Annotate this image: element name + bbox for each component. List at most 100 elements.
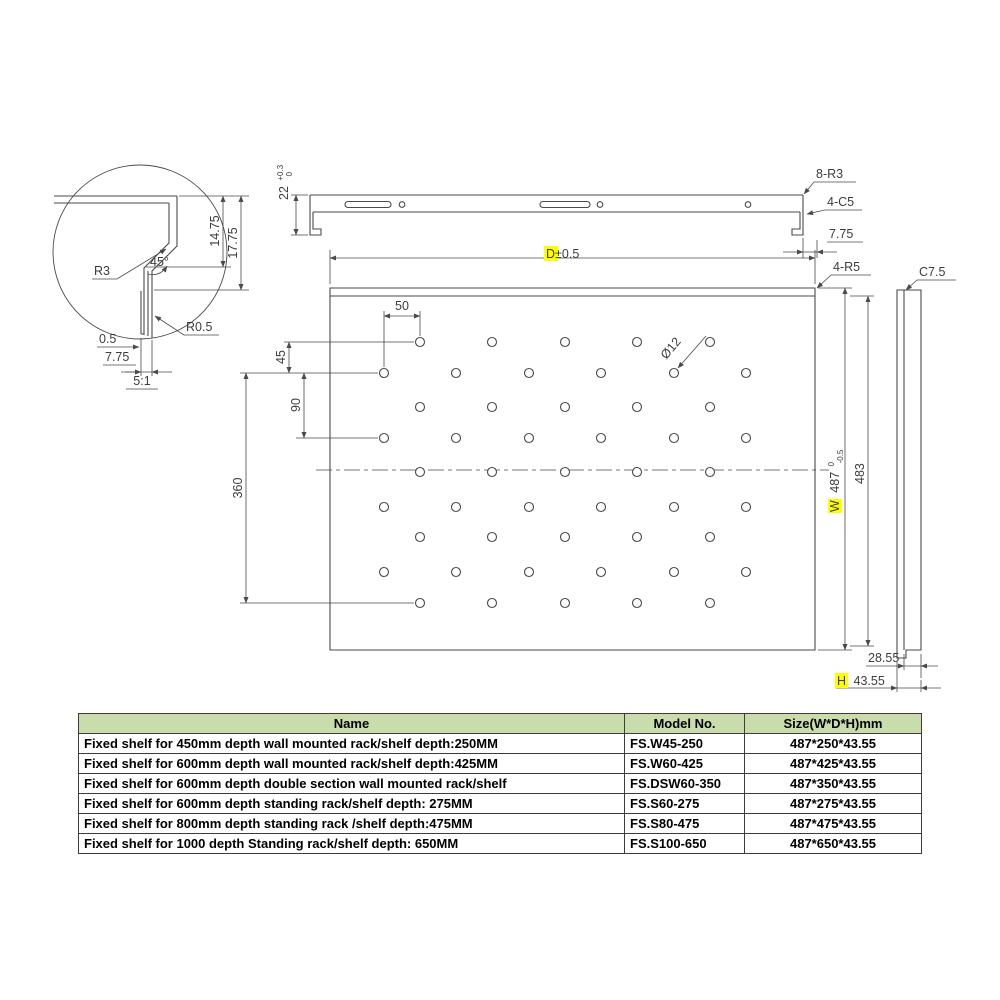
shelf-hole [378, 432, 390, 444]
shelf-hole [414, 531, 426, 543]
mounting-slot-middle [539, 200, 591, 209]
shelf-hole [704, 336, 716, 348]
cell-size: 487*275*43.55 [744, 793, 922, 814]
shelf-hole [414, 466, 426, 478]
shelf-hole [486, 401, 498, 413]
cell-size: 487*250*43.55 [744, 733, 922, 754]
side-flange-label: 7.75 [829, 227, 853, 241]
corner-radius-note: 4-R5 [833, 260, 860, 274]
table-row: Fixed shelf for 600mm depth standing rac… [78, 793, 922, 814]
offset-dim-ext [383, 311, 421, 367]
shelf-hole [631, 531, 643, 543]
table-header-row: Name Model No. Size(W*D*H)mm [78, 713, 922, 734]
cell-name: Fixed shelf for 600mm depth wall mounted… [78, 753, 625, 774]
detail-angle-label: 45° [150, 255, 169, 269]
height-letter-highlight [835, 673, 848, 688]
detail-r3-leader [92, 248, 167, 280]
side-height-label: 22 +0.3 0 [272, 161, 294, 200]
detail-gap-label: 0.5 [99, 332, 116, 346]
cell-name: Fixed shelf for 450mm depth wall mounted… [78, 733, 625, 754]
cell-size: 487*425*43.55 [744, 753, 922, 774]
shelf-hole [668, 566, 680, 578]
detail-view: 45° R3 R0.5 0.5 7.75 5:1 14.75 17.75 [52, 164, 249, 390]
mounting-hole-3 [744, 201, 752, 208]
detail-hem-ext [140, 338, 153, 376]
side-chamfer-leader [806, 209, 862, 216]
detail-hem-label: 7.75 [105, 350, 129, 364]
shelf-hole [378, 501, 390, 513]
shelf-hole [450, 432, 462, 444]
width-letter-highlight [828, 499, 842, 513]
cell-size: 487*350*43.55 [744, 773, 922, 794]
offset-dim-label: 50 [395, 299, 409, 313]
shelf-hole [740, 432, 752, 444]
detail-circle [52, 164, 228, 340]
shelf-hole [704, 597, 716, 609]
cell-model: FS.S100-650 [624, 833, 745, 854]
hole-dia-label: Ø12 [658, 335, 684, 362]
detail-dim-ext [146, 195, 249, 291]
cell-size: 487*650*43.55 [744, 833, 922, 854]
cell-model: FS.S80-475 [624, 813, 745, 834]
shelf-hole [378, 566, 390, 578]
detail-r05-leader [154, 315, 219, 336]
mounting-hole-1 [398, 201, 406, 208]
shelf-hole [668, 432, 680, 444]
depth-dim-label: D±0.5 [546, 247, 579, 261]
hole-dia-leader [677, 335, 707, 369]
shelf-hole [559, 336, 571, 348]
side-height-ext [291, 194, 308, 236]
shelf-hole [704, 466, 716, 478]
shelf-hole [704, 401, 716, 413]
shelf-hole [523, 432, 535, 444]
shelf-hole [450, 501, 462, 513]
height-dim-label: H 43.55 [837, 674, 885, 688]
technical-drawing: 45° R3 R0.5 0.5 7.75 5:1 14.75 17.75 [52, 161, 956, 692]
cell-model: FS.S60-275 [624, 793, 745, 814]
shelf-hole [414, 336, 426, 348]
shelf-hole [523, 501, 535, 513]
edge-profile [54, 195, 178, 338]
cell-name: Fixed shelf for 600mm depth double secti… [78, 773, 625, 794]
shelf-hole [740, 566, 752, 578]
col-header-model: Model No. [624, 713, 745, 734]
shelf-hole [595, 367, 607, 379]
shelf-hole [631, 401, 643, 413]
shelf-hole [668, 367, 680, 379]
side-chamfer-note: 4-C5 [827, 195, 854, 209]
section-view: 28.55 H 43.55 [835, 289, 941, 692]
chamfer-note: C7.5 [919, 265, 945, 279]
side-view: 22 +0.3 0 8-R3 4-C5 7.75 [272, 161, 863, 258]
shelf-hole [450, 566, 462, 578]
shelf-hole [740, 367, 752, 379]
shelf-hole [559, 466, 571, 478]
section-outline [896, 289, 922, 659]
cell-model: FS.W45-250 [624, 733, 745, 754]
table-row: Fixed shelf for 450mm depth wall mounted… [78, 733, 922, 754]
shelf-hole [704, 531, 716, 543]
cell-size: 487*475*43.55 [744, 813, 922, 834]
scale-label: 5:1 [133, 374, 150, 388]
shelf-hole [668, 501, 680, 513]
shelf-hole [559, 401, 571, 413]
detail-dim-inner-label: 14.75 [208, 215, 222, 246]
detail-r05-label: R0.5 [186, 320, 212, 334]
height-dim-ext [896, 662, 922, 692]
hole-grid [378, 336, 752, 609]
spec-table: Name Model No. Size(W*D*H)mm Fixed shelf… [78, 713, 922, 854]
side-radius-leader [803, 181, 856, 195]
mounting-slot-left [344, 200, 392, 209]
plate-outline [329, 287, 816, 651]
shelf-hole [631, 466, 643, 478]
detail-r3-label: R3 [94, 264, 110, 278]
cell-name: Fixed shelf for 800mm depth standing rac… [78, 813, 625, 834]
shelf-hole [414, 401, 426, 413]
span360-label: 360 [231, 478, 245, 499]
width-dim-label: W 487 0 -0.5 [823, 449, 845, 512]
cell-model: FS.W60-425 [624, 753, 745, 774]
edge-dim-label: 28.55 [868, 651, 899, 665]
mounting-hole-2 [596, 201, 604, 208]
chamfer-leader [905, 279, 956, 291]
shelf-hole [414, 597, 426, 609]
